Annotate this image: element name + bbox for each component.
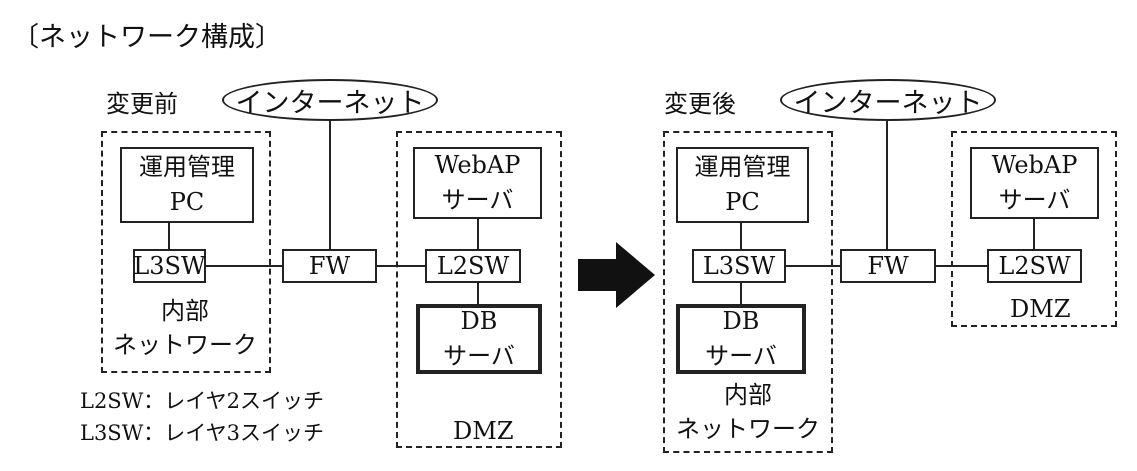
webap-l2sw-link — [477, 219, 479, 249]
legend-l2sw: L2SW：レイヤ2スイッチ — [80, 389, 325, 413]
pc-l3sw-link — [168, 223, 170, 249]
after-webap-l2sw-link — [1033, 219, 1035, 249]
db-line2: サーバ — [443, 342, 515, 370]
after-fw-label: FW — [867, 252, 909, 280]
fw-box: FW — [282, 249, 377, 283]
after-internet-label: インターネット — [793, 87, 983, 119]
diagram-title: 〔ネットワーク構成〕 — [12, 22, 282, 53]
dmz-zone — [396, 131, 562, 448]
ops-pc-line2: PC — [169, 188, 205, 216]
fw-l2sw-link — [377, 265, 425, 267]
legend: L2SW：レイヤ2スイッチ L3SW：レイヤ3スイッチ — [80, 386, 324, 449]
l2sw-db-link — [477, 283, 479, 304]
fw-label: FW — [308, 252, 351, 280]
after-webap-server-box: WebAP サーバ — [970, 147, 1099, 219]
after-webap-line1: WebAP — [991, 151, 1078, 180]
transition-arrow-icon — [578, 242, 655, 308]
internet-fw-link — [329, 118, 331, 258]
ops-pc-line1: 運用管理 — [139, 153, 235, 182]
after-l2sw-box: L2SW — [987, 249, 1082, 283]
db-server-box: DB サーバ — [416, 304, 542, 374]
dmz-label: DMZ — [453, 417, 514, 445]
after-ops-pc-line1: 運用管理 — [694, 153, 791, 182]
after-internet-fw-link — [886, 118, 888, 258]
internal-network-label: 内部 ネットワーク — [100, 295, 270, 362]
l3sw-fw-link — [206, 265, 282, 267]
db-line1: DB — [460, 307, 498, 336]
webap-server-box: WebAP サーバ — [413, 147, 542, 219]
webap-line2: サーバ — [441, 186, 514, 214]
after-fw-box: FW — [840, 249, 936, 283]
internal-label-line2: ネットワーク — [113, 330, 257, 359]
internet-label: インターネット — [235, 87, 425, 119]
l3sw-label: L3SW — [133, 252, 206, 280]
after-internet-cloud: インターネット — [780, 79, 996, 121]
ops-pc-box: 運用管理 PC — [120, 147, 254, 223]
l2sw-box: L2SW — [425, 249, 521, 283]
after-internal-network-zone — [663, 131, 833, 453]
after-pc-l3sw-link — [740, 223, 742, 249]
after-l2sw-label: L2SW — [998, 252, 1071, 280]
after-label: 変更後 — [664, 90, 736, 118]
after-dmz-label: DMZ — [1010, 295, 1071, 323]
internal-label-line1: 内部 — [161, 297, 209, 325]
after-db-line1: DB — [722, 307, 760, 336]
before-label: 変更前 — [106, 90, 178, 118]
after-webap-line2: サーバ — [998, 186, 1071, 214]
internet-cloud: インターネット — [222, 79, 438, 121]
after-l3sw-box: L3SW — [692, 249, 786, 283]
after-l3sw-fw-link — [786, 265, 840, 267]
legend-l3sw: L3SW：レイヤ3スイッチ — [80, 420, 325, 445]
after-internal-label-line1: 内部 — [724, 381, 772, 409]
webap-line1: WebAP — [434, 151, 521, 180]
after-internal-label-line2: ネットワーク — [676, 414, 820, 443]
after-ops-pc-box: 運用管理 PC — [676, 147, 809, 223]
after-internal-network-label: 内部 ネットワーク — [663, 379, 833, 446]
after-l3sw-label: L3SW — [702, 252, 776, 280]
after-db-server-box: DB サーバ — [676, 304, 806, 374]
after-fw-l2sw-link — [936, 265, 987, 267]
internal-network-zone — [101, 131, 271, 373]
after-ops-pc-line2: PC — [725, 188, 760, 216]
l2sw-label: L2SW — [436, 252, 510, 280]
after-l3sw-db-link — [740, 283, 742, 304]
after-db-line2: サーバ — [705, 342, 777, 370]
l3sw-box: L3SW — [133, 249, 206, 283]
after-dmz-zone — [951, 131, 1117, 327]
